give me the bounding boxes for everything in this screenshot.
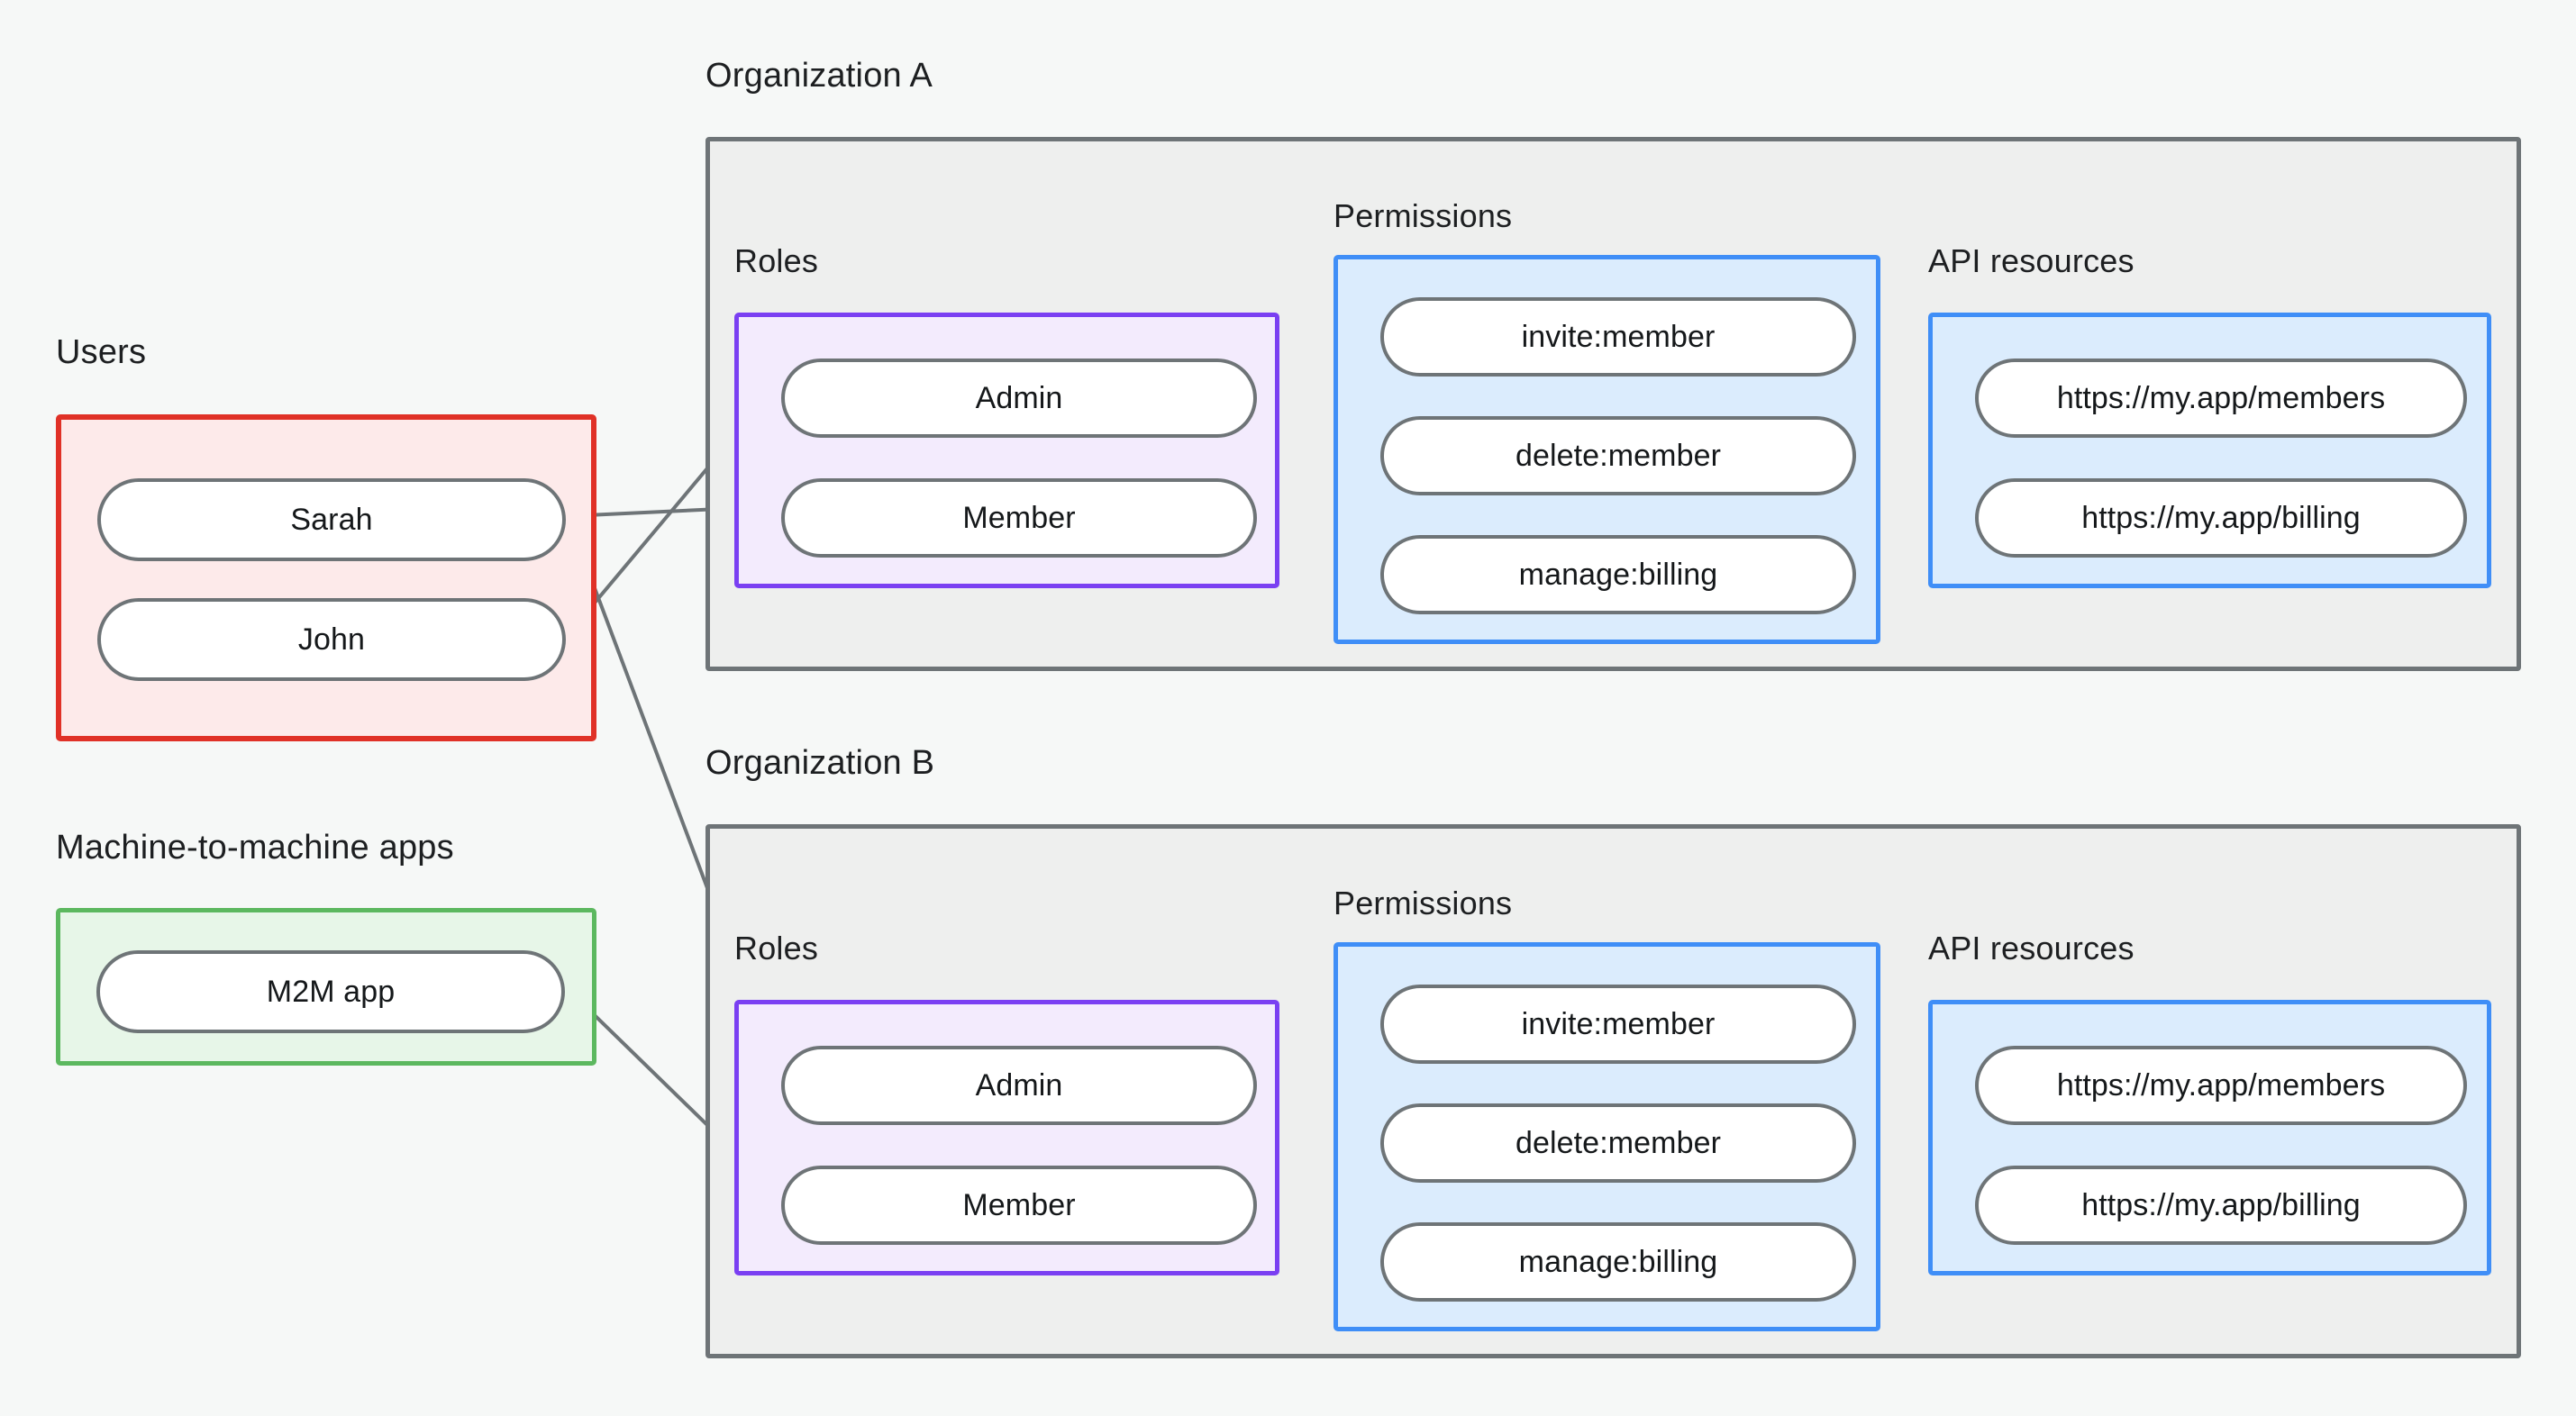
node-orgb-api-resource-members[interactable]: https://my.app/members bbox=[1975, 1046, 2467, 1125]
organization-a-label: Organization A bbox=[705, 57, 933, 95]
organization-b-label: Organization B bbox=[705, 744, 935, 782]
node-orga-permission-manage-billing[interactable]: manage:billing bbox=[1380, 535, 1856, 614]
orgb-api-resources-container: https://my.app/members https://my.app/bi… bbox=[1928, 1000, 2491, 1275]
orga-permissions-container: invite:member delete:member manage:billi… bbox=[1334, 255, 1880, 644]
organization-b-container: Roles Admin Member Permissions invite:me… bbox=[705, 824, 2521, 1358]
users-group-label: Users bbox=[56, 333, 147, 371]
orgb-roles-container: Admin Member bbox=[734, 1000, 1279, 1275]
orga-permissions-label: Permissions bbox=[1334, 197, 1513, 234]
node-orgb-role-member[interactable]: Member bbox=[781, 1166, 1257, 1245]
orgb-api-resources-label: API resources bbox=[1928, 930, 2135, 967]
orga-api-resources-container: https://my.app/members https://my.app/bi… bbox=[1928, 313, 2491, 588]
node-orgb-api-resource-billing[interactable]: https://my.app/billing bbox=[1975, 1166, 2467, 1245]
node-orga-api-resource-members[interactable]: https://my.app/members bbox=[1975, 359, 2467, 438]
node-orgb-permission-manage-billing[interactable]: manage:billing bbox=[1380, 1222, 1856, 1302]
node-orgb-permission-delete-member[interactable]: delete:member bbox=[1380, 1103, 1856, 1183]
m2m-container: M2M app bbox=[56, 908, 596, 1066]
node-orga-role-member[interactable]: Member bbox=[781, 478, 1257, 558]
node-orga-api-resource-billing[interactable]: https://my.app/billing bbox=[1975, 478, 2467, 558]
node-orgb-role-admin[interactable]: Admin bbox=[781, 1046, 1257, 1125]
orga-api-resources-label: API resources bbox=[1928, 242, 2135, 279]
orgb-permissions-container: invite:member delete:member manage:billi… bbox=[1334, 942, 1880, 1331]
node-orgb-permission-invite-member[interactable]: invite:member bbox=[1380, 985, 1856, 1064]
orgb-permissions-label: Permissions bbox=[1334, 885, 1513, 921]
orga-roles-label: Roles bbox=[734, 242, 819, 279]
orgb-roles-label: Roles bbox=[734, 930, 819, 967]
node-orga-role-admin[interactable]: Admin bbox=[781, 359, 1257, 438]
node-john[interactable]: John bbox=[97, 598, 566, 681]
organization-a-container: Roles Admin Member Permissions invite:me… bbox=[705, 137, 2521, 671]
node-orga-permission-invite-member[interactable]: invite:member bbox=[1380, 297, 1856, 377]
node-sarah[interactable]: Sarah bbox=[97, 478, 566, 561]
node-m2m-app[interactable]: M2M app bbox=[96, 950, 565, 1033]
m2m-group-label: Machine-to-machine apps bbox=[56, 829, 454, 867]
users-container: Sarah John bbox=[56, 414, 596, 741]
node-orga-permission-delete-member[interactable]: delete:member bbox=[1380, 416, 1856, 495]
orga-roles-container: Admin Member bbox=[734, 313, 1279, 588]
